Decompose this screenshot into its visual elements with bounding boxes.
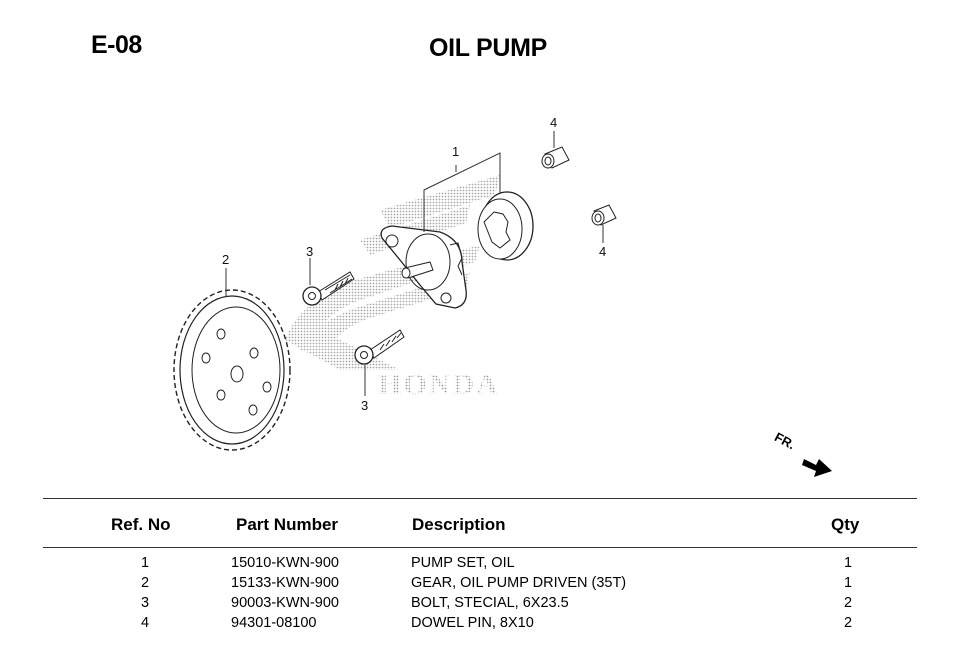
exploded-parts-diagram: HONDA xyxy=(173,115,832,477)
table-header-rule xyxy=(43,547,917,548)
bolt-upper xyxy=(302,271,355,306)
section-code: E-08 xyxy=(91,31,142,59)
part-number: 15010-KWN-900 xyxy=(231,555,339,571)
callout-1: 1 xyxy=(452,144,459,159)
dowel-pin-upper xyxy=(541,146,570,169)
table-row: 3 90003-KWN-900 BOLT, STECIAL, 6X23.5 2 xyxy=(0,595,974,615)
dowel-pin-lower xyxy=(591,204,617,226)
arrow-icon xyxy=(802,459,832,477)
qty: 2 xyxy=(843,595,853,611)
description: PUMP SET, OIL xyxy=(411,555,515,571)
bolt-lower xyxy=(354,329,405,365)
callout-3-upper: 3 xyxy=(306,244,313,259)
callout-2: 2 xyxy=(222,252,229,267)
direction-label: FR. xyxy=(772,429,798,452)
front-direction-indicator: FR. xyxy=(772,429,832,477)
qty: 1 xyxy=(843,555,853,571)
table-row: 4 94301-08100 DOWEL PIN, 8X10 2 xyxy=(0,615,974,635)
table-row: 1 15010-KWN-900 PUMP SET, OIL 1 xyxy=(0,555,974,575)
column-header-description: Description xyxy=(412,515,506,534)
qty: 2 xyxy=(843,615,853,631)
table-row: 2 15133-KWN-900 GEAR, OIL PUMP DRIVEN (3… xyxy=(0,575,974,595)
part-number: 15133-KWN-900 xyxy=(231,575,339,591)
column-header-part-number: Part Number xyxy=(236,515,339,534)
column-header-qty: Qty xyxy=(831,515,860,534)
ref-no: 1 xyxy=(140,555,150,571)
oil-pump-body xyxy=(380,225,467,309)
callout-leaders xyxy=(225,131,604,396)
description: GEAR, OIL PUMP DRIVEN (35T) xyxy=(411,575,627,591)
description: DOWEL PIN, 8X10 xyxy=(411,615,534,631)
description: BOLT, STECIAL, 6X23.5 xyxy=(411,595,569,611)
ref-no: 3 xyxy=(140,595,150,611)
callout-3-lower: 3 xyxy=(361,398,368,413)
page-title: OIL PUMP xyxy=(429,34,547,62)
driven-gear xyxy=(173,289,291,451)
pump-rotor xyxy=(477,191,534,261)
qty: 1 xyxy=(843,575,853,591)
part-number: 94301-08100 xyxy=(231,615,317,631)
table-top-rule xyxy=(43,498,917,499)
column-header-ref-no: Ref. No xyxy=(111,515,171,534)
part-number: 90003-KWN-900 xyxy=(231,595,339,611)
callout-4-lower: 4 xyxy=(599,244,606,259)
ref-no: 2 xyxy=(140,575,150,591)
callout-4-upper: 4 xyxy=(550,115,557,130)
ref-no: 4 xyxy=(140,615,150,631)
honda-watermark-text: HONDA xyxy=(378,368,500,401)
